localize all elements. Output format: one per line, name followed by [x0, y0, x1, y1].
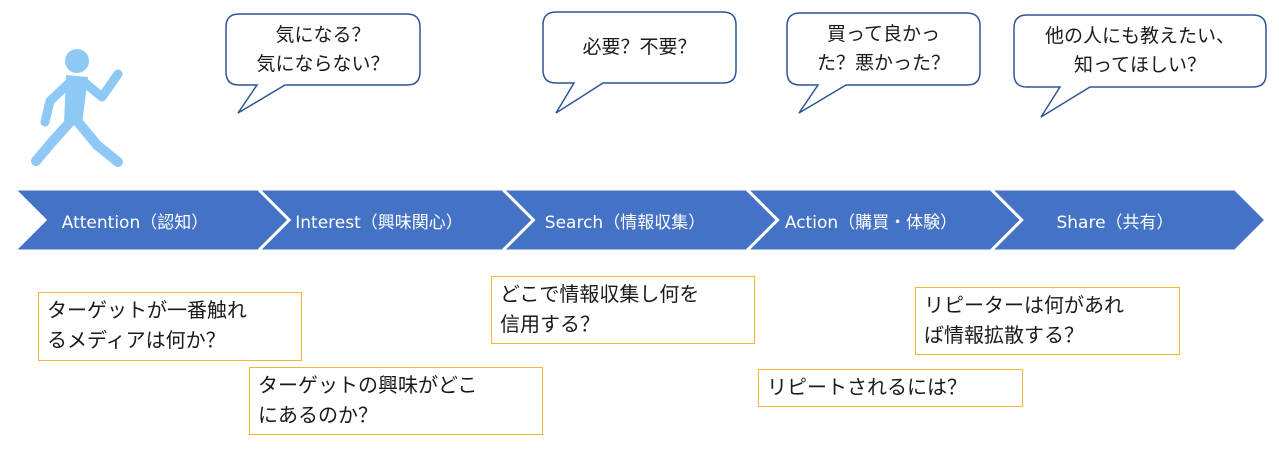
stage-label-interest: Interest（興味関心） — [295, 212, 463, 233]
speech-bubble-interest — [225, 13, 421, 114]
speech-bubble-search — [542, 11, 737, 114]
note-share: リピーターは何があれ ば情報拡散する？ — [915, 287, 1180, 355]
bubble-text-action: 買って良かっ た？悪かった？ — [816, 23, 950, 74]
speech-bubble-share — [1013, 14, 1267, 118]
stage-label-search: Search（情報収集） — [544, 212, 706, 233]
bubble-text-search: 必要？不要？ — [582, 36, 697, 58]
stage-label-attention: Attention（認知） — [61, 212, 209, 233]
speech-bubble-action — [786, 12, 981, 114]
note-interest: ターゲットの興味がどこ にあるのか？ — [249, 367, 543, 435]
process-arrow — [10, 187, 1269, 253]
stage-label-share: Share（共有） — [1056, 212, 1174, 233]
arrow-segment-share — [987, 187, 1269, 253]
stage-label-action: Action（購買・体験） — [784, 212, 958, 233]
bubble-text-share: 他の人にも教えたい、 知ってほしい？ — [1044, 25, 1235, 76]
note-search: どこで情報収集し何を 信用する？ — [491, 276, 755, 344]
bubble-text-interest: 気になる？ 気にならない？ — [256, 23, 390, 75]
note-attention: ターゲットが一番触れ るメディアは何か？ — [38, 292, 302, 361]
note-action: リピートされるには？ — [758, 369, 1023, 407]
walking-person-icon — [31, 49, 123, 167]
